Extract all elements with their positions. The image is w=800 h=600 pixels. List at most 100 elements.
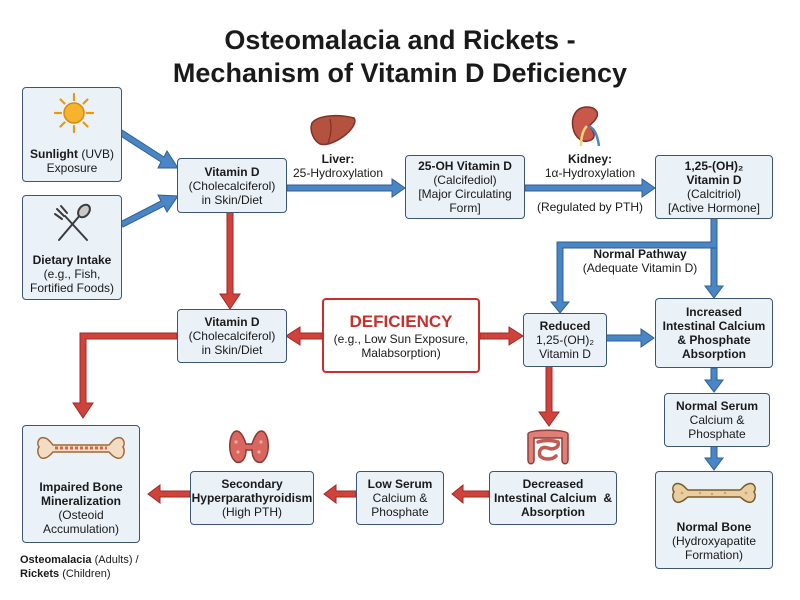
secondary-line2: Hyperparathyroidism [191,491,313,505]
active-vitamin-d-box: 1,25-(OH)₂ Vitamin D (Calcitriol) [Activ… [655,155,773,219]
sunlight-box: Sunlight (UVB) Exposure [22,87,122,182]
arrow-low-to-secondary [323,484,357,504]
title-line-1: Osteomalacia and Rickets - [224,25,576,55]
vitamin-d-top-box: Vitamin D (Cholecalciferol) in Skin/Diet [177,158,287,213]
25oh-title: 25-OH Vitamin D [418,159,512,173]
deficiency-line2: (e.g., Low Sun Exposure, [333,331,469,346]
normal-bone-title: Normal Bone [676,520,752,534]
low-serum-line2: Calcium & [372,491,428,505]
impaired-line1: Impaired Bone [39,480,123,494]
normal-serum-title: Normal Serum [675,399,759,413]
rickets-suffix: (Children) [59,568,111,580]
arrow-secondary-to-impaired [147,484,191,504]
decreased-line3: Absorption [521,505,585,519]
25oh-line2: (Calcifediol) [433,173,497,187]
liver-label: Liver: 25-Hydroxylation [288,152,388,180]
increased-line4: Absorption [682,347,746,361]
decreased-line2: Intestinal Calcium & [493,491,613,505]
dietary-box: Dietary Intake (e.g., Fish, Fortified Fo… [22,195,122,300]
arrow-vitd-to-impaired [72,332,178,419]
low-serum-box: Low Serum Calcium & Phosphate [356,471,444,525]
healthy-bone-icon [672,482,756,504]
arrow-reduced-to-increased [605,328,655,348]
vitamin-d-mid-box: Vitamin D (Cholecalciferol) in Skin/Diet [177,309,287,363]
arrow-decreased-to-low [451,483,490,505]
disease-caption: Osteomalacia (Adults) / Rickets (Childre… [20,553,139,581]
active-title-1: 1,25-(OH)₂ [684,159,744,173]
dietary-label: Dietary Intake [32,253,112,267]
arrow-25oh-to-active [524,178,656,198]
kidney-icon [571,106,601,147]
weak-bone-icon [37,436,125,460]
reduced-line2: 1,25-(OH)₂ [535,333,594,347]
fork-spoon-icon [54,203,91,241]
normal-pathway-line2: (Adequate Vitamin D) [582,261,698,275]
red-arrows [72,211,560,505]
blue-arrows [118,129,724,471]
sunlight-line2: Exposure [46,161,98,175]
kidney-label-title: Kidney: [567,152,612,166]
normal-pathway-label: Normal Pathway (Adequate Vitamin D) [575,247,705,275]
decreased-line1: Decreased [522,477,584,491]
vitd-mid-title: Vitamin D [204,315,260,329]
arrow-sunlight-to-vitd [118,129,179,169]
deficiency-line3: Malabsorption) [361,345,441,360]
25oh-vitamin-d-box: 25-OH Vitamin D (Calcifediol) [Major Cir… [405,155,525,219]
arrow-deficiency-to-vitd [285,326,323,346]
active-line4: [Active Hormone] [667,201,761,215]
pth-label: (Regulated by PTH) [536,200,644,214]
arrow-reduced-to-decreased [538,365,560,427]
normal-bone-box: Normal Bone (Hydroxyapatite Formation) [655,471,773,569]
deficiency-heading: DEFICIENCY [349,311,453,331]
arrow-deficiency-to-reduced [479,326,524,346]
thyroid-icon [229,430,269,464]
kidney-label: Kidney: 1α-Hydroxylation [535,152,645,180]
sunlight-label: Sunlight [30,147,78,161]
low-serum-title: Low Serum [367,477,433,491]
dietary-line2: (e.g., Fish, [43,267,101,281]
rickets-label: Rickets [20,568,60,580]
secondary-line1: Secondary [221,477,283,491]
increased-line2: Intestinal Calcium [662,319,766,333]
normal-serum-line2: Calcium & [689,413,745,427]
title-line-2: Mechanism of Vitamin D Deficiency [172,58,628,88]
impaired-line2: Mineralization [40,494,121,508]
dietary-line3: Fortified Foods) [29,281,115,295]
reduced-vitamin-d-box: Reduced 1,25-(OH)₂ Vitamin D [523,313,607,367]
impaired-line3: (Osteoid [58,508,104,522]
normal-bone-line3: Formation) [684,548,743,562]
arrow-serum-to-bone [704,445,724,471]
intestine-icon [527,429,569,465]
low-serum-line3: Phosphate [371,505,429,519]
decreased-absorption-box: Decreased Intestinal Calcium & Absorptio… [489,471,617,525]
vitd-mid-line3: in Skin/Diet [201,343,263,357]
increased-absorption-box: Increased Intestinal Calcium & Phosphate… [655,298,773,368]
deficiency-box: DEFICIENCY (e.g., Low Sun Exposure, Mala… [322,298,480,373]
arrow-increased-to-serum [704,367,724,393]
active-title-2: Vitamin D [686,173,742,187]
osteomalacia-label: Osteomalacia [20,554,92,566]
normal-serum-box: Normal Serum Calcium & Phosphate [664,393,770,447]
sunlight-suffix: (UVB) [78,147,114,161]
sun-icon [53,92,95,134]
osteomalacia-suffix: (Adults) / [91,554,139,566]
impaired-line4: Accumulation) [42,522,120,536]
vitd-mid-line2: (Cholecalciferol) [188,329,276,343]
reduced-line3: Vitamin D [539,347,591,361]
liver-label-title: Liver: [321,152,355,166]
secondary-hyperparathyroidism-box: Secondary Hyperparathyroidism (High PTH) [190,471,314,525]
arrow-dietary-to-vitd [119,194,179,228]
liver-label-line2: 25-Hydroxylation [292,166,384,180]
vitd-top-line3: in Skin/Diet [201,192,263,207]
normal-serum-line3: Phosphate [688,427,746,441]
increased-line1: Increased [685,305,743,319]
reduced-title: Reduced [539,319,591,333]
25oh-line3: [Major Circulating [418,187,512,201]
vitd-top-title: Vitamin D [204,164,260,179]
25oh-line4: Form] [449,201,481,215]
arrow-vitd-down [219,211,241,310]
increased-line3: & Phosphate [677,333,751,347]
arrow-normal-pathway [549,217,718,314]
normal-pathway-title: Normal Pathway [593,247,687,261]
